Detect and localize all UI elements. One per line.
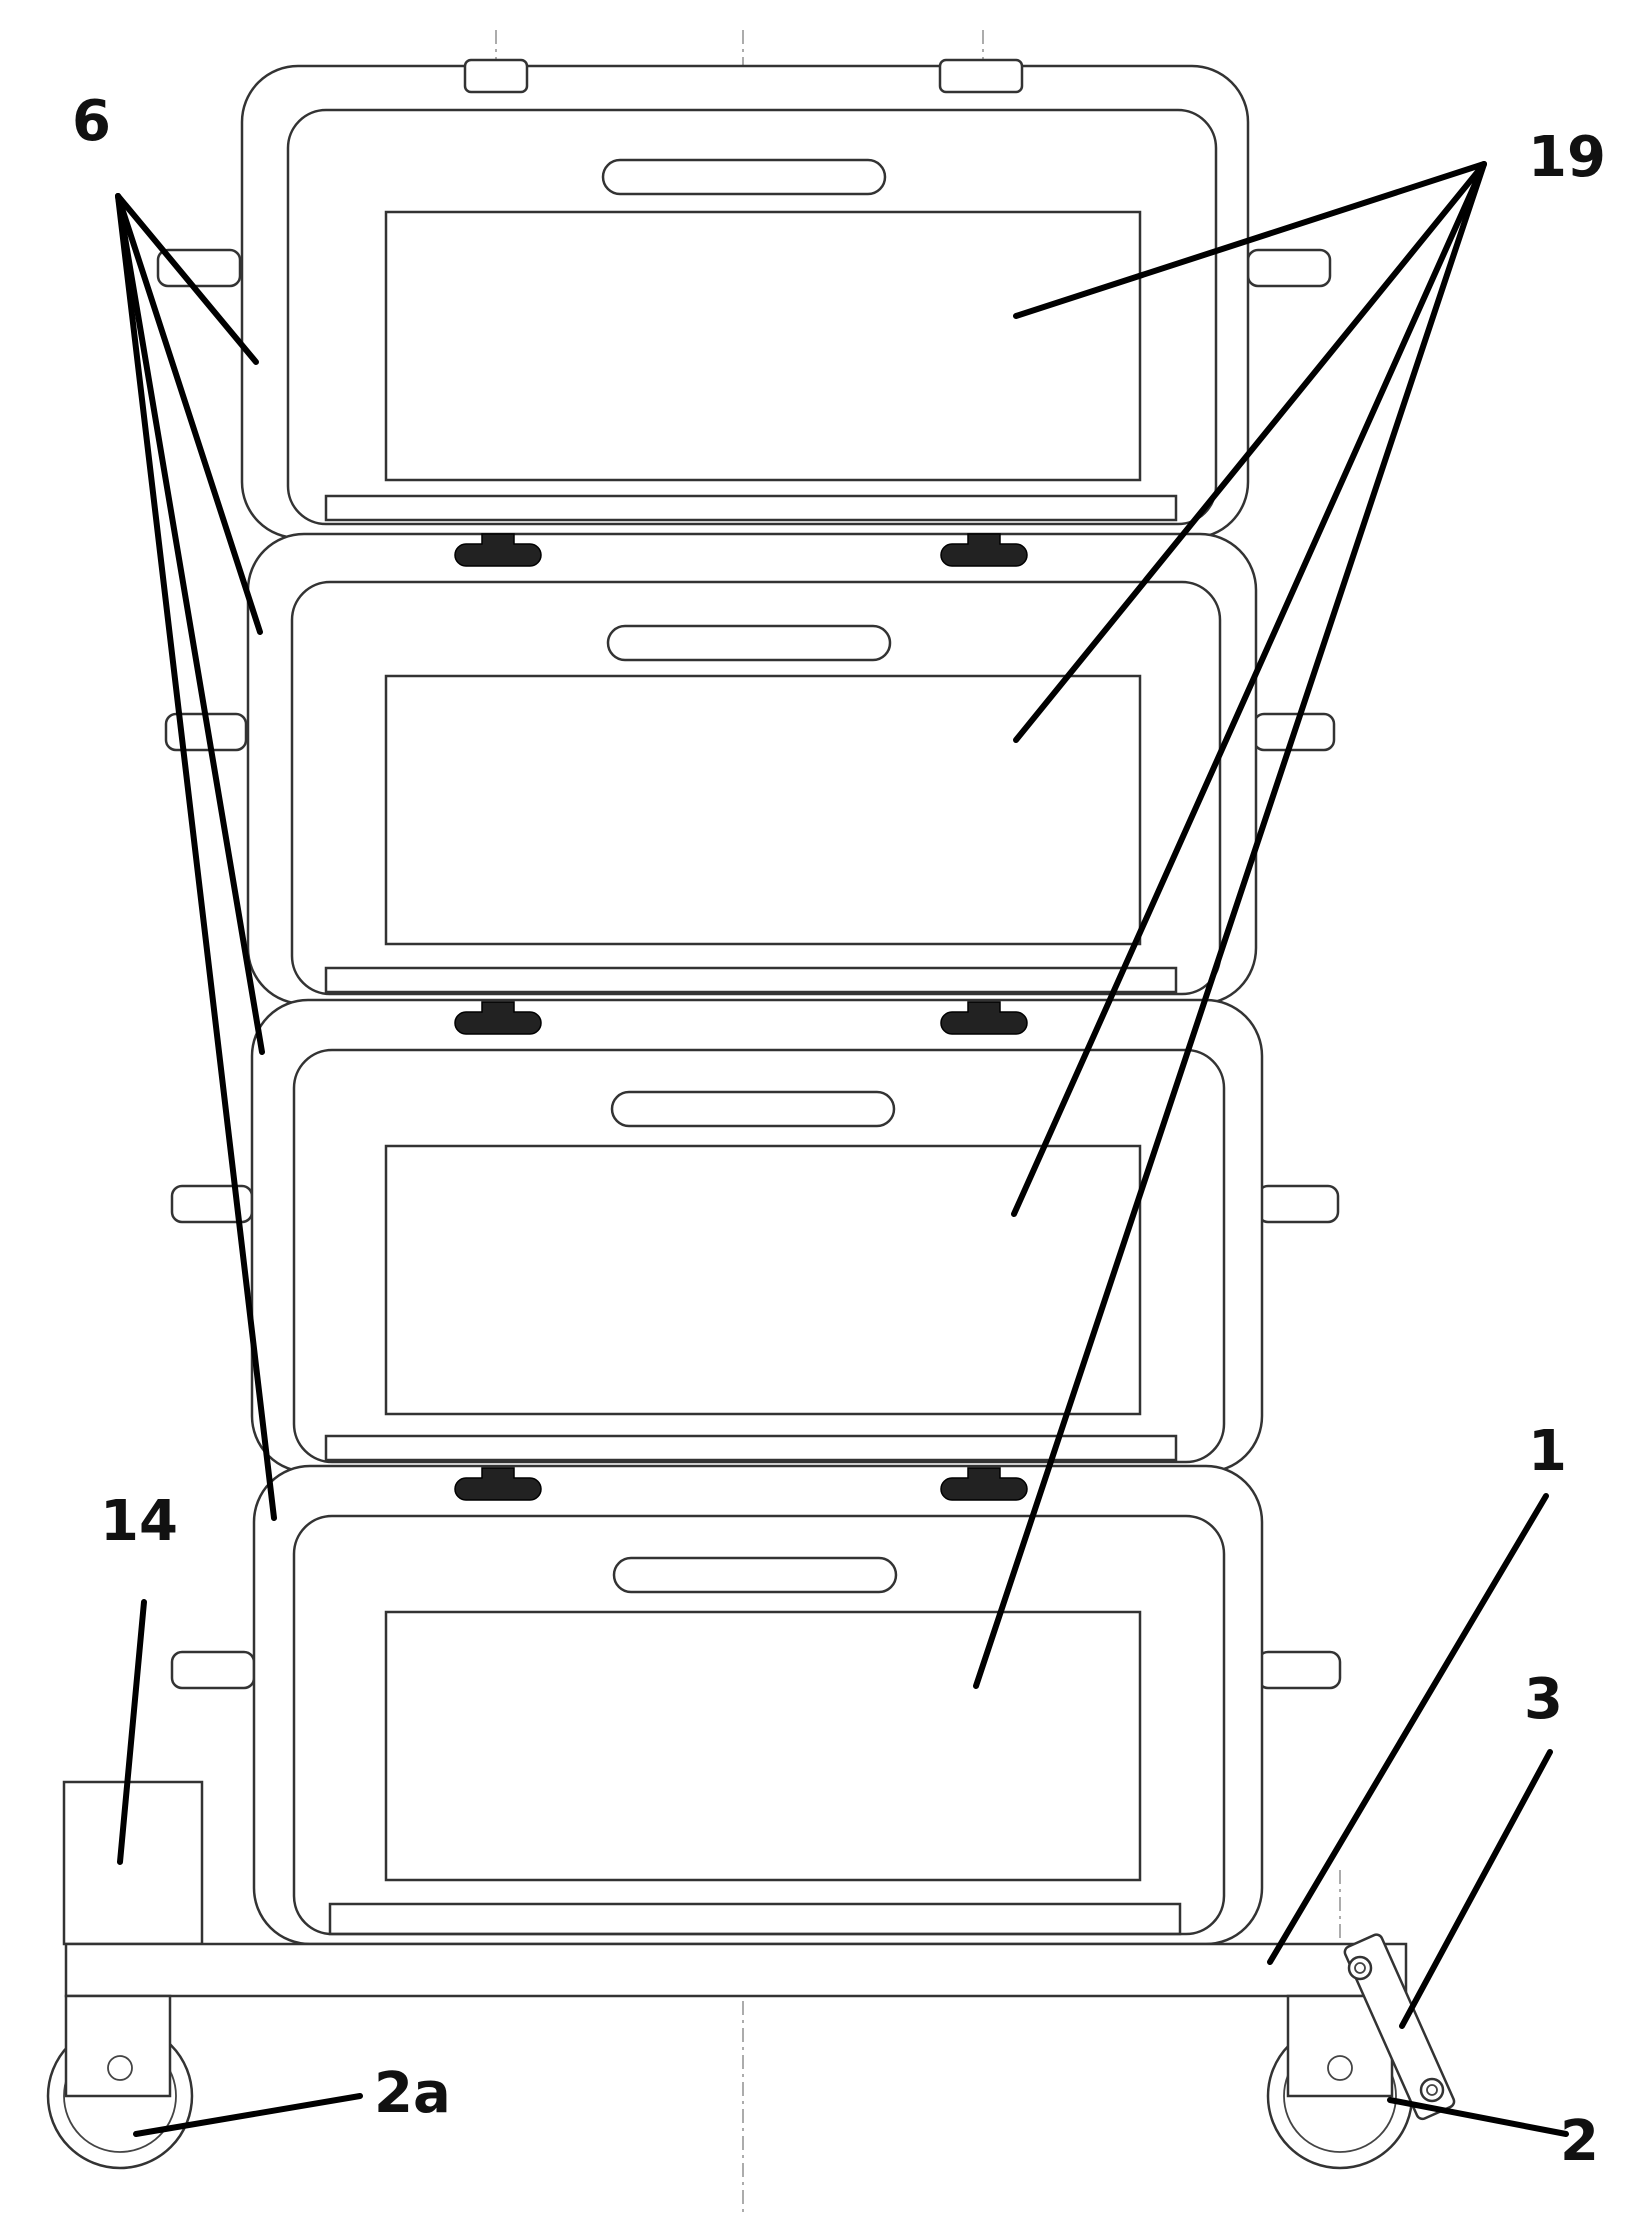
box-inner-frame: [286, 108, 1218, 526]
side-handle-left: [156, 248, 242, 288]
leader-1: [1267, 1493, 1549, 1965]
leader-19-c: [1011, 161, 1487, 1217]
clip-left: [454, 1467, 542, 1501]
clip-left: [454, 533, 542, 567]
clip-row-2: [454, 1001, 1028, 1035]
brake-lever-bolts: [1347, 1955, 1445, 2103]
component-box-14: [62, 1780, 204, 1946]
clip-right: [940, 533, 1028, 567]
side-handle-right: [1256, 1184, 1340, 1224]
box-inner-frame: [292, 1048, 1226, 1464]
wheel-right-2: [1266, 1994, 1414, 2170]
label-3: 3: [1524, 1667, 1563, 1732]
stacked-box-top: [156, 58, 1332, 540]
side-handle-right: [1256, 1650, 1342, 1690]
label-6: 6: [72, 89, 111, 154]
box-carry-handle: [601, 158, 887, 196]
box-window-panel: [384, 1610, 1142, 1882]
box-outer-shell: [246, 532, 1258, 1006]
box-window-panel: [384, 1144, 1142, 1416]
lever-bolt-top: [1347, 1955, 1373, 1981]
cart-base: [62, 1780, 1408, 1998]
axle-bolt: [107, 2055, 133, 2081]
leader-6-a: [115, 193, 259, 365]
box-base-strip: [324, 966, 1178, 994]
top-latch-left: [463, 58, 529, 94]
wheel-left-2a: [46, 1994, 194, 2170]
box-outer-shell: [240, 64, 1250, 540]
leader-19-b: [1013, 161, 1487, 743]
leader-6-d: [115, 193, 277, 1521]
side-handle-left: [170, 1650, 256, 1690]
leader-lines: [115, 161, 1569, 2137]
clip-right: [940, 1001, 1028, 1035]
reference-labels: 6 19 14 1 3 2a 2: [72, 89, 1606, 2174]
top-latch-right: [938, 58, 1024, 94]
box-outer-shell: [252, 1464, 1264, 1946]
box-base-strip: [328, 1902, 1182, 1936]
stacked-box-bottom: [170, 1464, 1342, 1946]
box-carry-handle: [606, 624, 892, 662]
stacked-box-third: [170, 998, 1340, 1474]
label-1: 1: [1528, 1419, 1567, 1484]
lever-bolt-bottom: [1419, 2077, 1445, 2103]
box-window-panel: [384, 210, 1142, 482]
clip-row-3: [454, 1467, 1028, 1501]
box-carry-handle: [610, 1090, 896, 1128]
leader-3: [1399, 1749, 1553, 2029]
label-2: 2: [1560, 2109, 1599, 2174]
leader-19-a: [1013, 161, 1487, 319]
box-base-strip: [324, 1434, 1178, 1462]
leader-2: [1387, 2097, 1569, 2137]
caster-bracket: [64, 1994, 172, 2098]
box-inner-frame: [290, 580, 1222, 996]
side-handle-right: [1246, 248, 1332, 288]
leader-14: [117, 1599, 147, 1865]
box-window-panel: [384, 674, 1142, 946]
base-frame-1: [64, 1942, 1408, 1998]
stacked-box-second: [164, 532, 1336, 1006]
label-14: 14: [100, 1489, 178, 1554]
clip-row-1: [454, 533, 1028, 567]
clip-right: [940, 1467, 1028, 1501]
lever-bolt-bottom-core: [1426, 2084, 1438, 2096]
label-19: 19: [1528, 125, 1606, 190]
leader-19-d: [973, 161, 1487, 1689]
leader-6-b: [115, 193, 263, 635]
label-2a: 2a: [374, 2061, 451, 2126]
box-base-strip: [324, 494, 1178, 522]
box-outer-shell: [250, 998, 1264, 1474]
clip-left: [454, 1001, 542, 1035]
box-carry-handle: [612, 1556, 898, 1594]
leader-6-c: [115, 193, 265, 1055]
leader-2a: [133, 2093, 363, 2137]
axle-bolt: [1327, 2055, 1353, 2081]
lever-bolt-top-core: [1354, 1962, 1366, 1974]
